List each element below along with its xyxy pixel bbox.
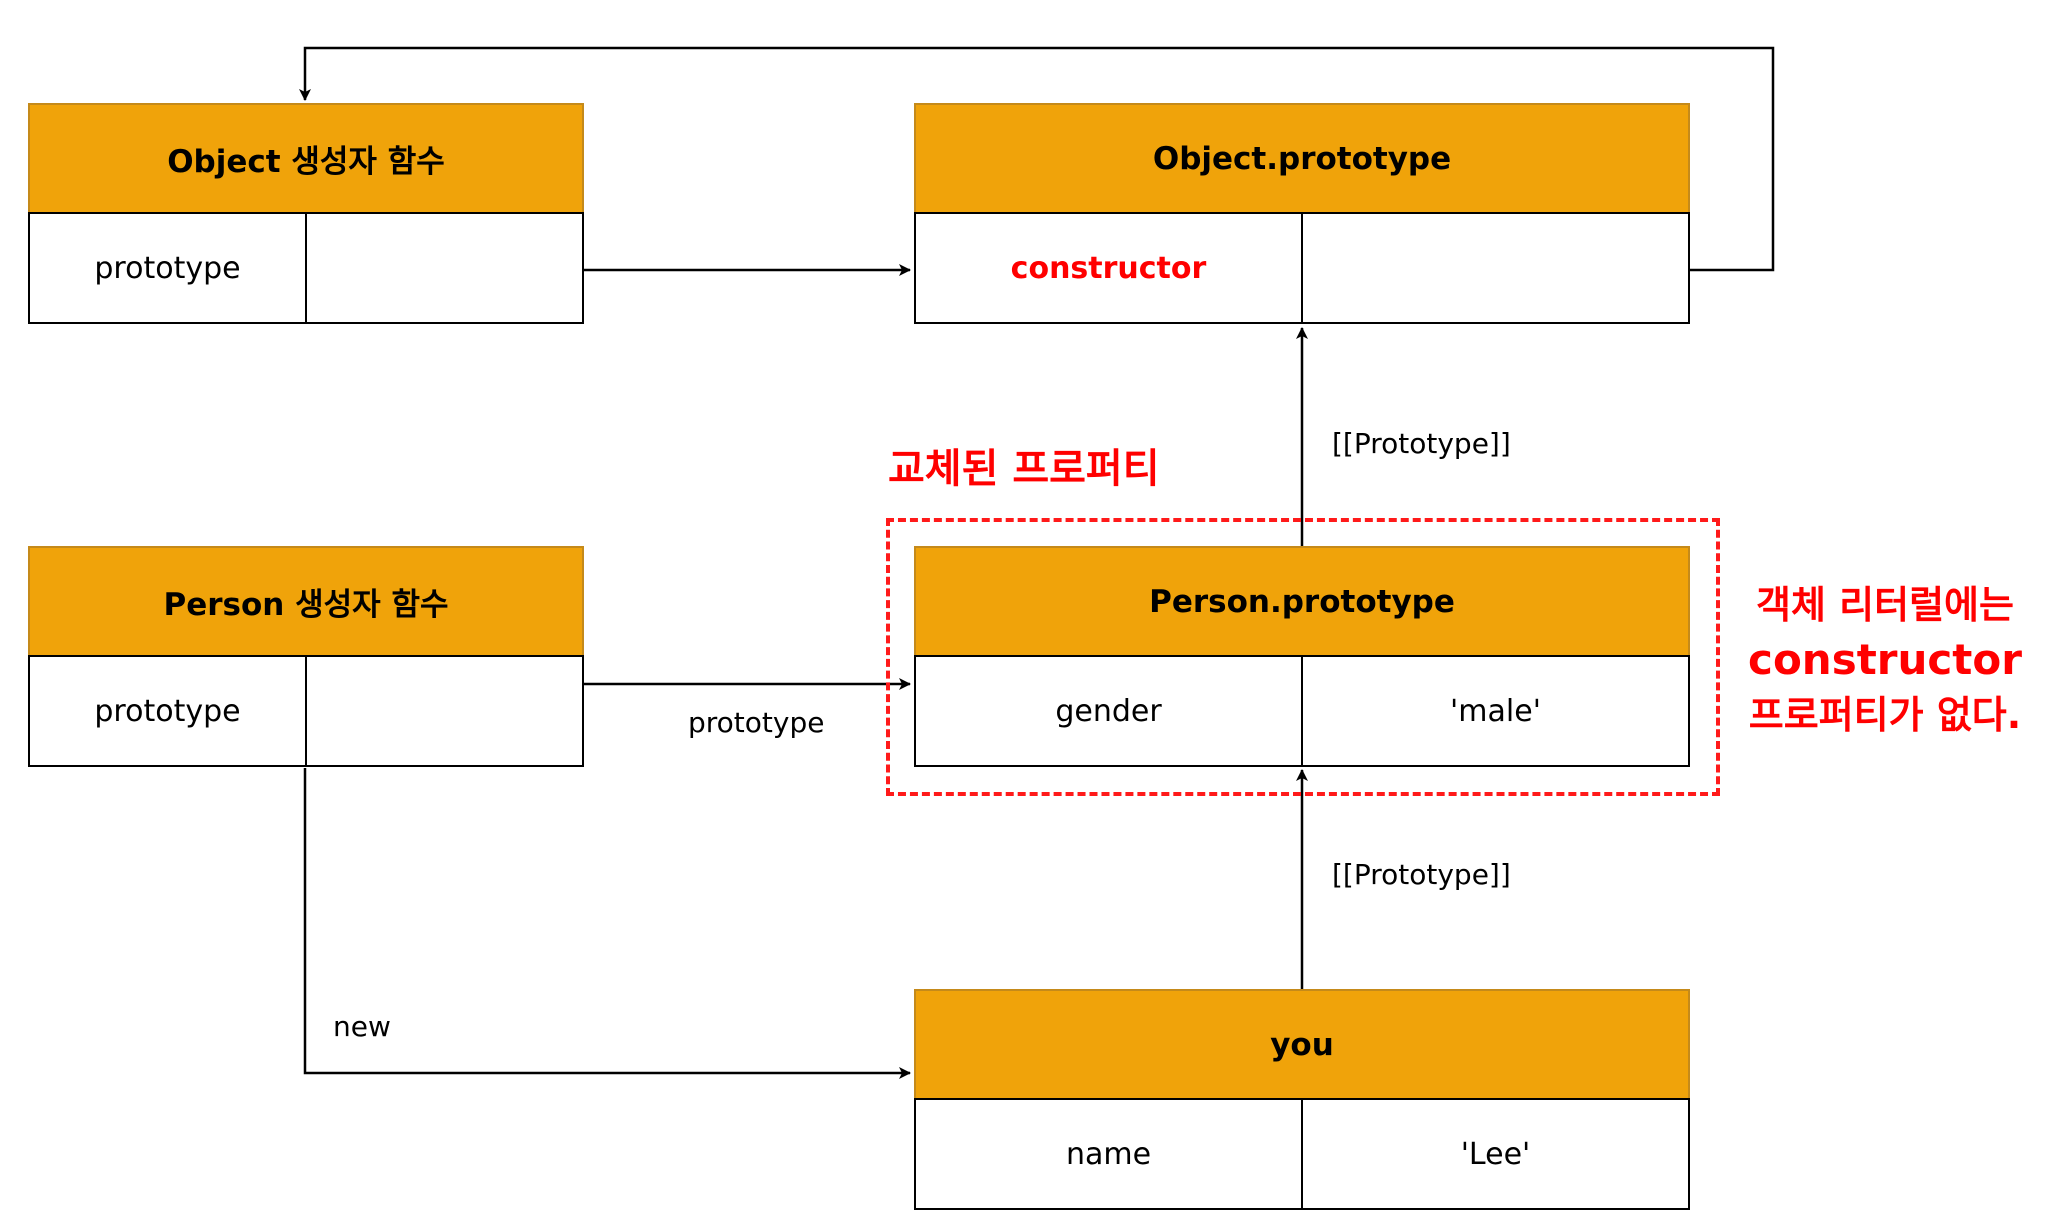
edge-label-new: new: [333, 1010, 391, 1043]
node-row: name 'Lee': [914, 1098, 1690, 1210]
node-value: 'male': [1301, 657, 1688, 765]
node-key: gender: [1055, 693, 1162, 729]
edge-label-person-prototype: prototype: [688, 706, 825, 739]
constructor-note: 객체 리터럴에는 constructor 프로퍼티가 없다.: [1735, 578, 2035, 742]
replaced-property-highlight: [886, 518, 1720, 796]
person-constructor-node: Person 생성자 함수 prototype: [28, 546, 584, 767]
node-title: Person 생성자 함수: [28, 546, 584, 657]
node-row: constructor: [914, 212, 1690, 324]
node-value: [305, 657, 582, 765]
person-prototype-node: Person.prototype gender 'male': [914, 546, 1690, 767]
node-key: prototype: [94, 250, 241, 286]
node-value: 'Lee': [1301, 1100, 1688, 1208]
edge-label-prototype-upper: [[Prototype]]: [1332, 427, 1511, 460]
node-key: prototype: [94, 693, 241, 729]
node-key: name: [1065, 1136, 1152, 1172]
node-title: Person.prototype: [914, 546, 1690, 657]
node-title: Object 생성자 함수: [28, 103, 584, 214]
node-value: [1301, 214, 1688, 322]
edge-new: [303, 768, 911, 1079]
node-value: [305, 214, 582, 322]
node-title: you: [914, 989, 1690, 1100]
note-line-3: 프로퍼티가 없다.: [1748, 693, 2022, 737]
object-constructor-node: Object 생성자 함수 prototype: [28, 103, 584, 324]
node-key: constructor: [1010, 250, 1207, 286]
node-title: Object.prototype: [914, 103, 1690, 214]
note-line-2: constructor: [1748, 635, 2022, 684]
node-row: gender 'male': [914, 655, 1690, 767]
edge-constructor-to-object: [299, 46, 1775, 272]
note-line-1: 객체 리터럴에는: [1756, 583, 2014, 627]
replaced-property-label: 교체된 프로퍼티: [888, 446, 1160, 492]
object-prototype-node: Object.prototype constructor: [914, 103, 1690, 324]
node-row: prototype: [28, 655, 584, 767]
edge-label-prototype-lower: [[Prototype]]: [1332, 858, 1511, 891]
you-node: you name 'Lee': [914, 989, 1690, 1210]
node-row: prototype: [28, 212, 584, 324]
